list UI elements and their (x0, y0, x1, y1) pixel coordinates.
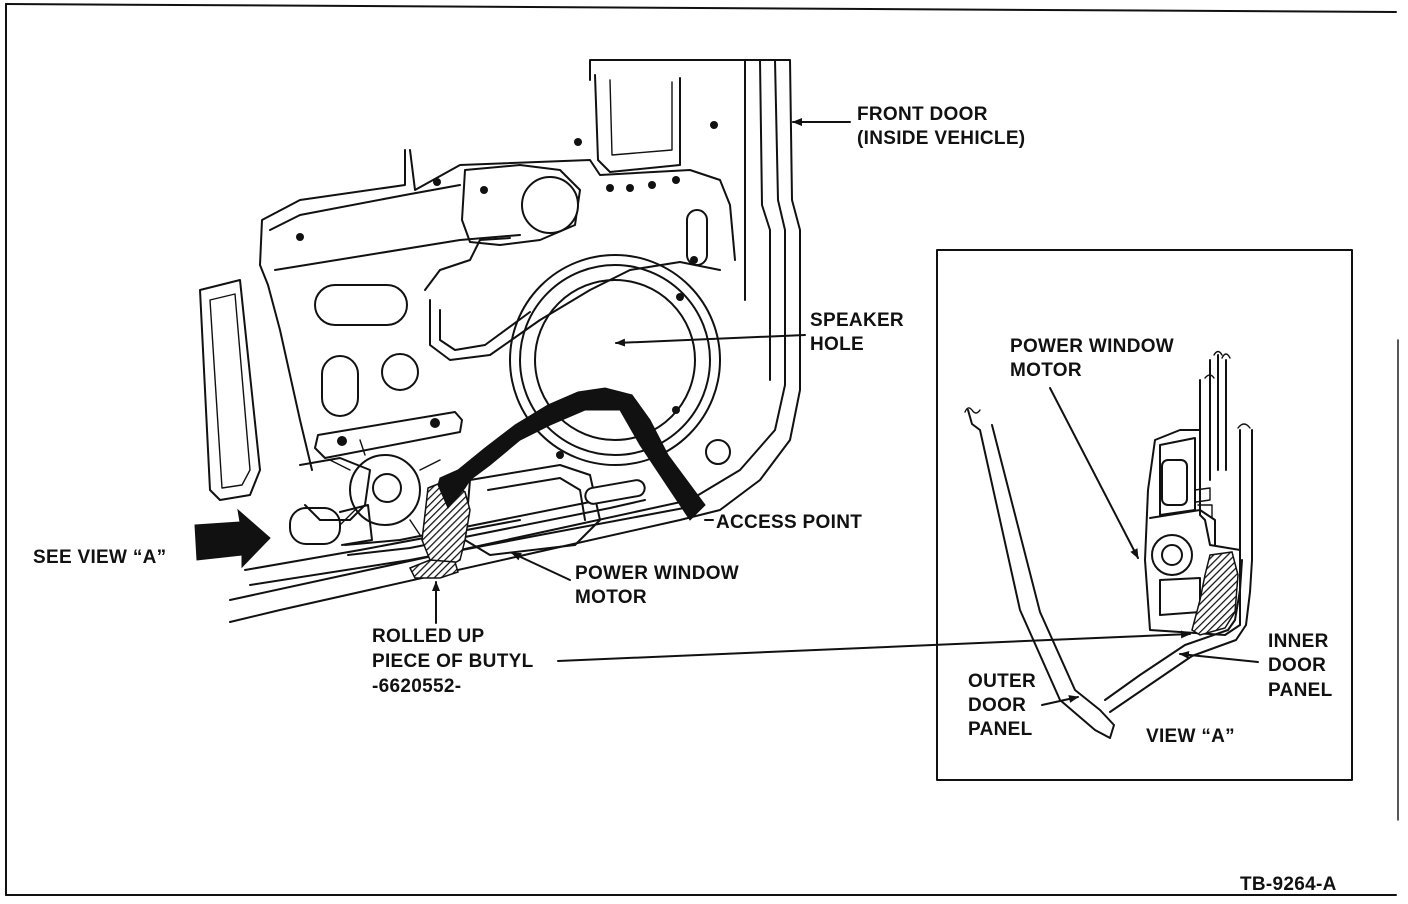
label-inside-vehicle: (INSIDE VEHICLE) (857, 128, 1025, 149)
label-front-door: FRONT DOOR (857, 104, 988, 125)
callout-labels: FRONT DOOR (INSIDE VEHICLE) SPEAKER HOLE… (33, 104, 1337, 895)
label-rolled-up: ROLLED UP (372, 626, 485, 647)
main-leader-lines (432, 118, 1191, 662)
label-power-window-motor-inset: POWER WINDOW (1010, 336, 1174, 357)
label-speaker: SPEAKER (810, 310, 904, 331)
label-inner: INNER (1268, 631, 1329, 652)
label-motor-main: MOTOR (575, 587, 647, 608)
label-inner-panel: PANEL (1268, 680, 1333, 701)
label-access-point: ACCESS POINT (716, 512, 862, 533)
label-outer-panel: PANEL (968, 719, 1033, 740)
label-see-view-a: SEE VIEW “A” (33, 547, 166, 568)
label-power-window-motor-main: POWER WINDOW (575, 563, 739, 584)
view-a-inset (936, 249, 1353, 781)
label-part-number: -6620552- (372, 676, 461, 697)
label-piece-of-butyl: PIECE OF BUTYL (372, 651, 534, 672)
figure-id: TB-9264-A (1240, 874, 1337, 895)
label-outer: OUTER (968, 671, 1036, 692)
label-hole: HOLE (810, 334, 864, 355)
front-door-illustration (194, 59, 801, 623)
label-motor-inset: MOTOR (1010, 360, 1082, 381)
figure-border (5, 3, 1399, 896)
label-inner-door: DOOR (1268, 655, 1326, 676)
label-outer-door: DOOR (968, 695, 1026, 716)
label-view-a: VIEW “A” (1146, 726, 1235, 747)
